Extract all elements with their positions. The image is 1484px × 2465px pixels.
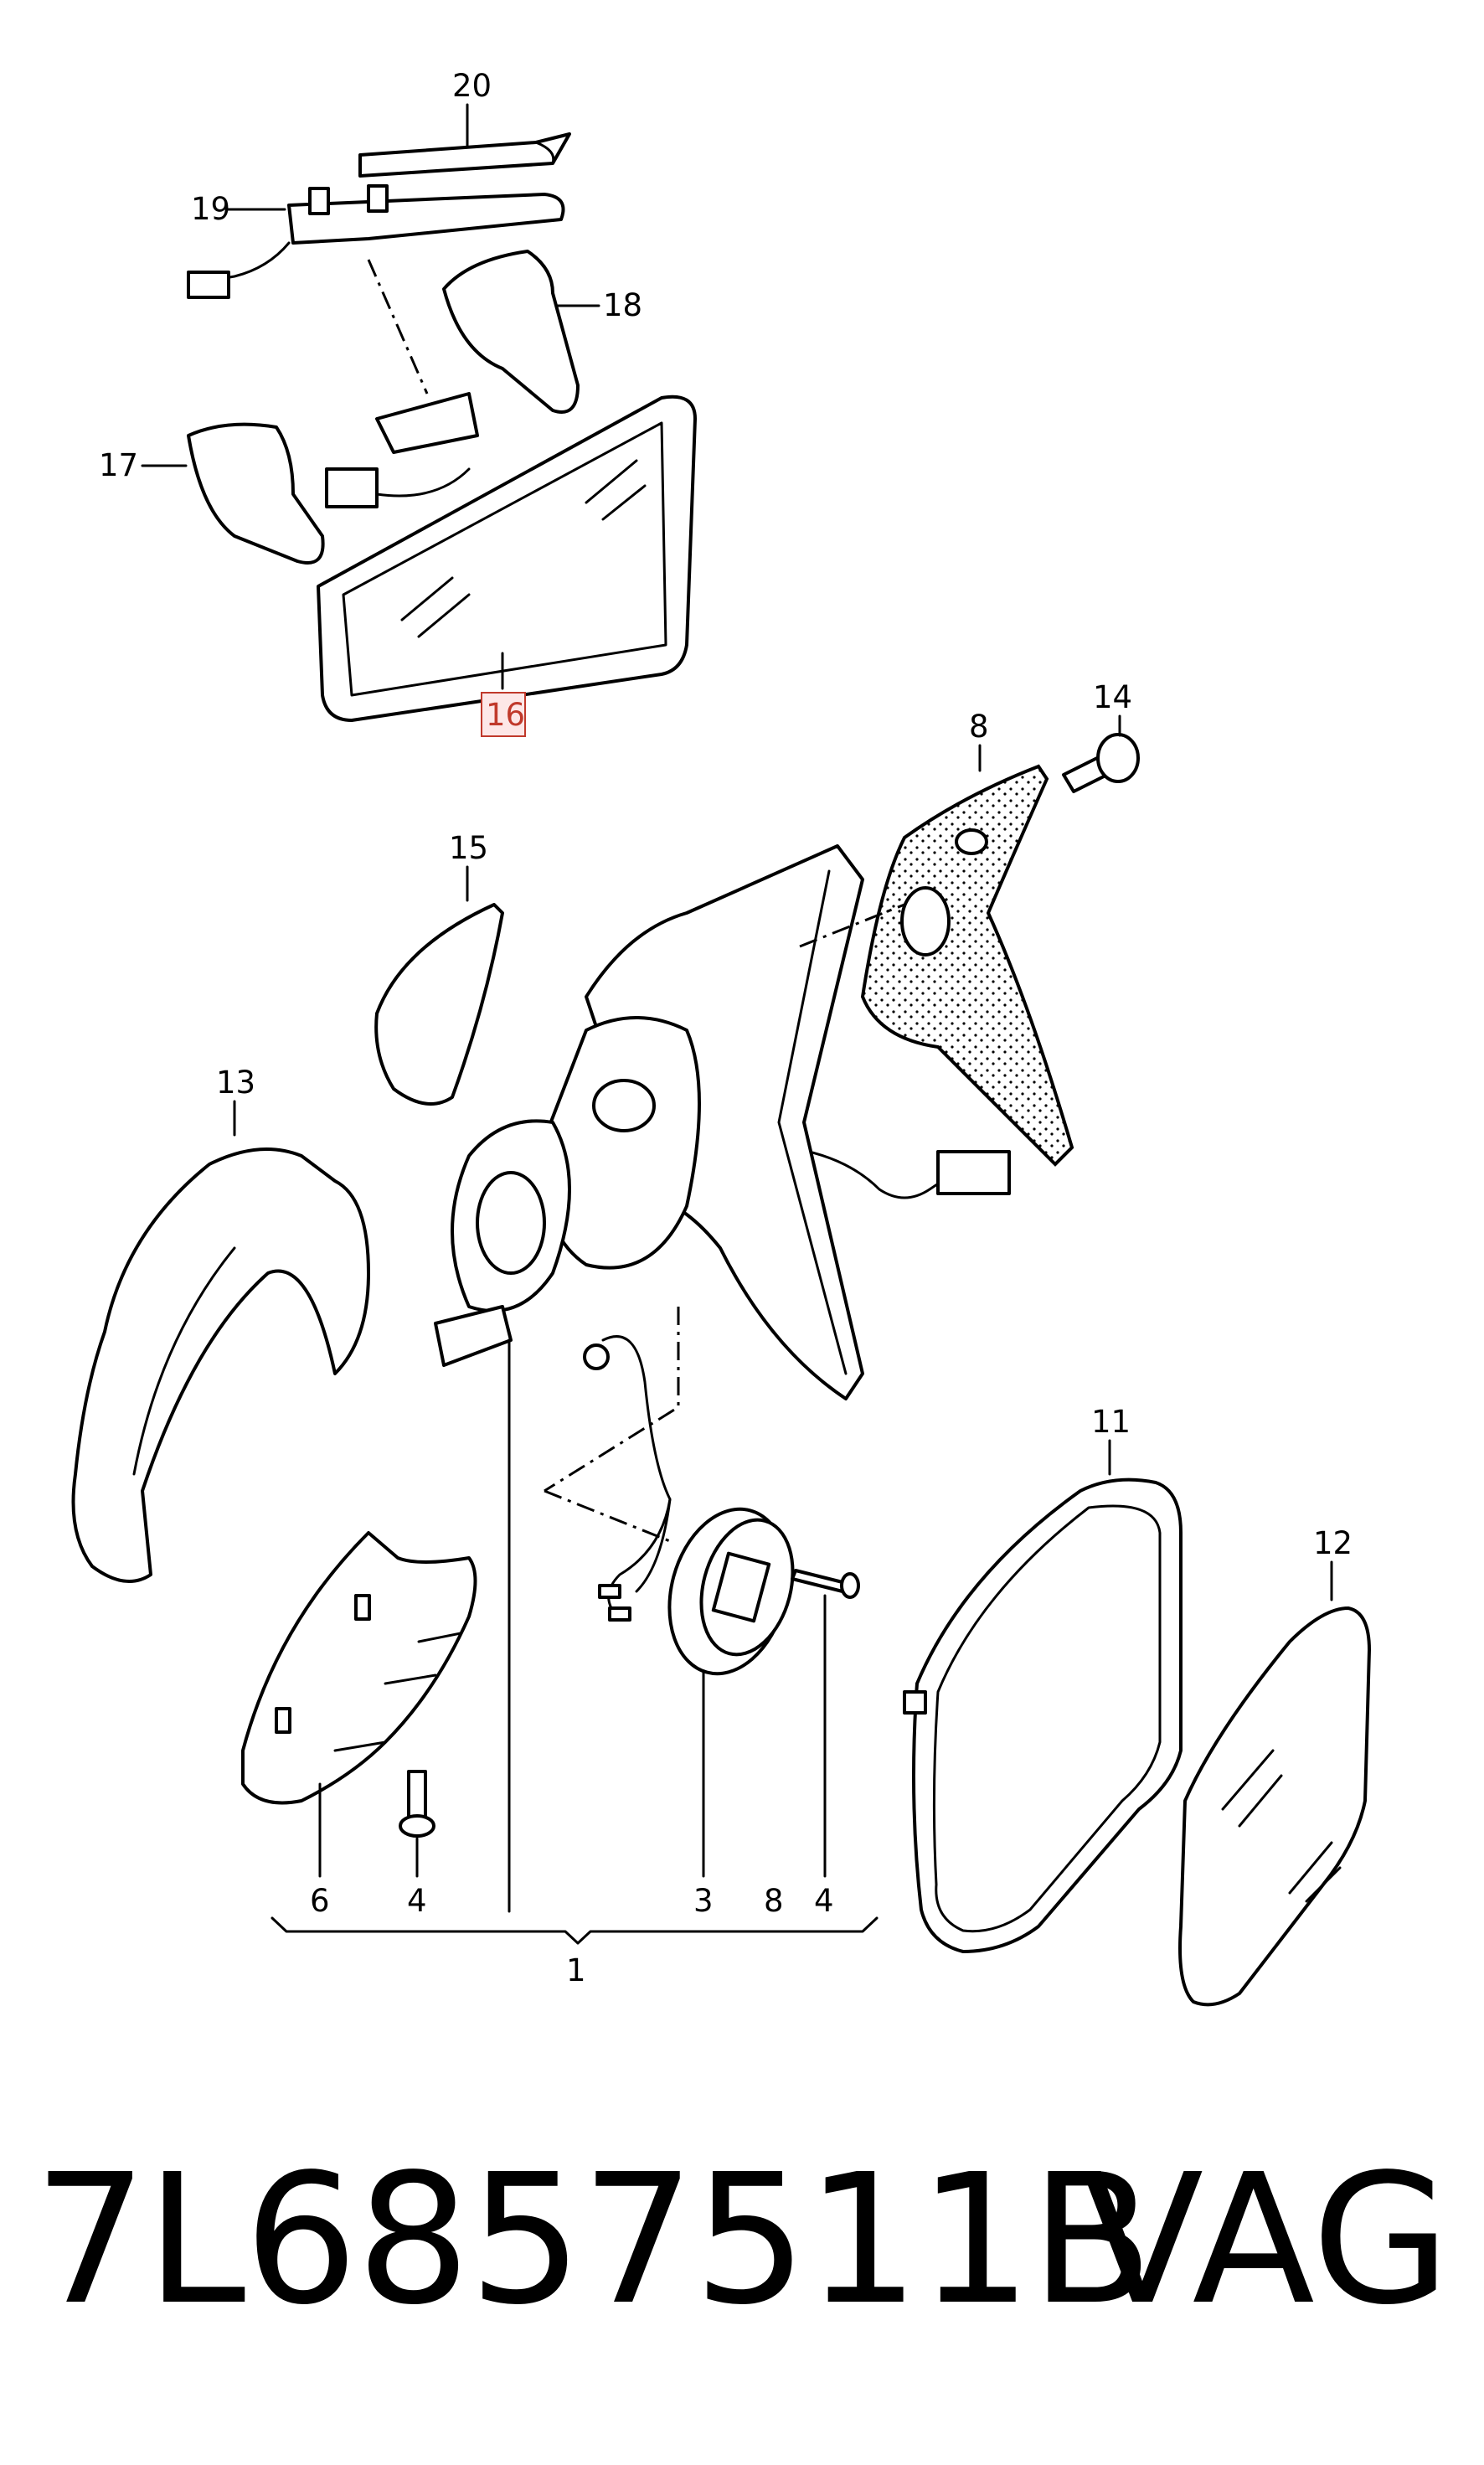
callout-15: 15 [449,830,488,866]
connector-plug-icon [187,271,230,299]
part-13-mirror-cap [71,1147,370,1583]
housing-cable [786,1146,1011,1199]
callout-12: 12 [1313,1525,1353,1561]
callout-13: 13 [216,1065,255,1101]
connector-plug-icon [936,1150,1011,1195]
mirror-mount [367,259,479,454]
mirror-motor-assembly [434,1016,701,1367]
callout-8-top: 8 [969,709,989,745]
part-17-cover [187,422,471,565]
part-16-interior-mirror [317,395,697,722]
mirror-base [585,844,905,1400]
callout-17: 17 [99,447,138,483]
part-4-screw-right [791,1569,860,1599]
callout-3: 3 [693,1883,714,1919]
wiring-harness [544,1307,680,1622]
part-11-glass-carrier [903,1477,1183,1953]
callout-4-left: 4 [407,1883,427,1919]
part-18-cover [442,250,580,414]
callout-14: 14 [1093,679,1132,715]
part-14-bolt [1062,733,1140,793]
part-4-screw-left [399,1770,435,1838]
bolt-icon [1096,733,1140,783]
part-6-housing-panel [241,1531,477,1805]
connector-plug-icon [325,467,379,508]
callout-16: 16 [486,697,525,733]
callout-1: 1 [566,1952,586,1988]
part-number: 7L6857511B [33,2136,1153,2344]
callout-16-highlight [481,692,526,737]
callout-19: 19 [191,191,230,227]
screw-icon [791,1569,848,1593]
callout-8-bottom: 8 [764,1883,784,1919]
callout-18: 18 [603,287,642,323]
part-19-bracket [187,184,565,299]
callout-11: 11 [1091,1404,1131,1440]
callout-4-right: 4 [814,1883,834,1919]
callout-20: 20 [452,68,492,104]
callout-6: 6 [310,1883,330,1919]
group-brace-1 [271,1916,879,1945]
brand-label: VAG [1080,2136,1451,2344]
part-12-mirror-glass [1178,1606,1371,2007]
part-3-actuator [667,1507,795,1676]
footer: 7L6857511B VAG [0,2144,1484,2337]
part-8-gasket [860,764,1074,1167]
part-15-cover [374,903,504,1106]
part-20-cover-strip [358,132,571,178]
